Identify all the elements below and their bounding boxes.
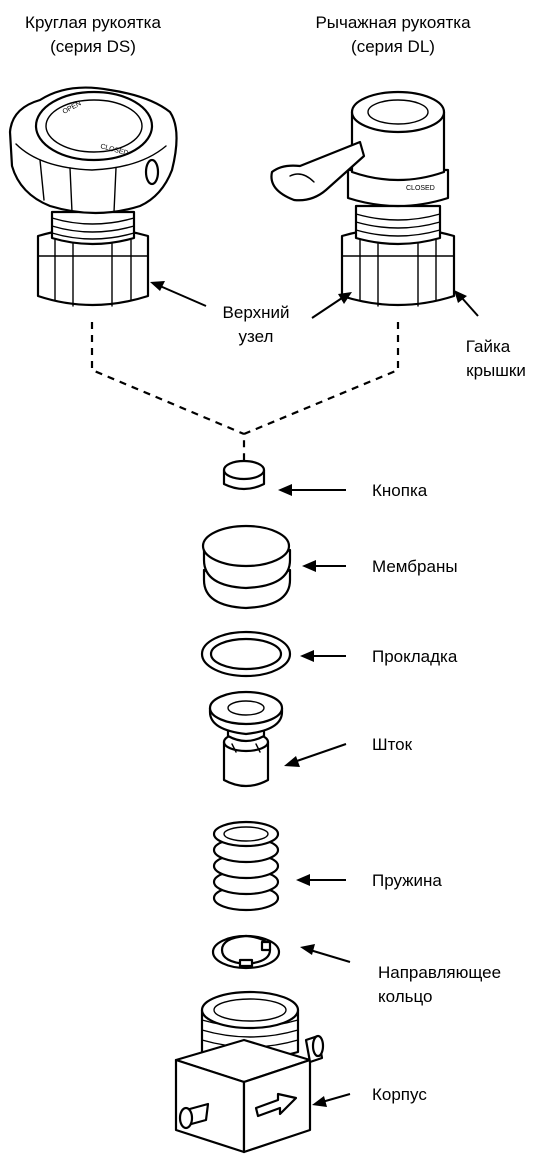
ds-series-label: (серия DS) xyxy=(50,37,136,56)
upper-assembly-label-2: узел xyxy=(239,327,274,346)
button-label: Кнопка xyxy=(372,481,428,500)
guide-ring-label: Направляющее xyxy=(378,963,501,982)
dl-series-label: (серия DL) xyxy=(351,37,435,56)
upper-assembly-label: Верхний xyxy=(223,303,290,322)
body-part xyxy=(174,990,325,1154)
dl-dashed-guide xyxy=(242,322,400,460)
ds-dashed-guide xyxy=(90,322,245,436)
spring-part xyxy=(212,820,280,912)
dl-handle-title: Рычажная рукоятка xyxy=(315,13,471,32)
body-label: Корпус xyxy=(372,1085,427,1104)
guide-ring-label-2: кольцо xyxy=(378,987,433,1006)
button-part xyxy=(222,459,266,491)
lever-closed-mark: CLOSED xyxy=(406,185,435,192)
round-handle-assembly: OPEN CLOSED xyxy=(8,86,178,307)
bonnet-nut-label-2: крышки xyxy=(466,361,526,380)
lever-handle-assembly: CLOSED xyxy=(270,90,456,307)
gasket-label: Прокладка xyxy=(372,647,458,666)
ds-handle-title: Круглая рукоятка xyxy=(25,13,161,32)
stem-label: Шток xyxy=(372,735,413,754)
bonnet-nut-label: Гайка xyxy=(466,337,511,356)
diaphragms-label: Мембраны xyxy=(372,557,458,576)
gasket-part xyxy=(200,630,292,678)
stem-part xyxy=(208,690,284,788)
guide-ring-part xyxy=(211,934,281,970)
diaphragms-part xyxy=(201,524,292,610)
spring-label: Пружина xyxy=(372,871,442,890)
